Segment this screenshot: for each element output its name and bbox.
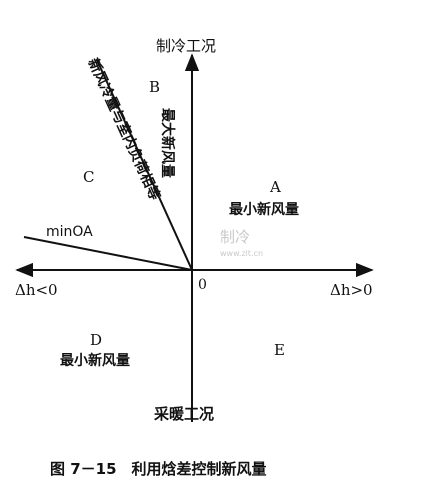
region-b-label: B xyxy=(149,78,160,96)
delta-h-negative-label: Δh<0 xyxy=(15,281,58,299)
watermark-text: 制冷 xyxy=(220,228,250,246)
min-oa-label: minOA xyxy=(46,224,93,240)
delta-h-positive-label: Δh>0 xyxy=(330,281,373,299)
cooling-condition-label: 制冷工况 xyxy=(156,37,216,55)
region-d-caption: 最小新风量 xyxy=(60,352,130,369)
region-a-caption: 最小新风量 xyxy=(229,201,299,218)
figure-caption: 图 7－15 利用焓差控制新风量 xyxy=(50,460,267,478)
watermark-url: www.zlt.cn xyxy=(220,249,263,258)
region-e-label: E xyxy=(274,341,285,359)
max-fresh-air-label: 最大新风量 xyxy=(159,108,176,178)
origin-label: 0 xyxy=(198,277,207,293)
region-d-label: D xyxy=(90,331,102,349)
region-c-label: C xyxy=(83,168,94,186)
load-equal-line xyxy=(96,59,193,271)
region-a-label: A xyxy=(269,178,281,196)
heating-condition-label: 采暖工况 xyxy=(153,405,214,423)
min-oa-line xyxy=(23,236,193,271)
